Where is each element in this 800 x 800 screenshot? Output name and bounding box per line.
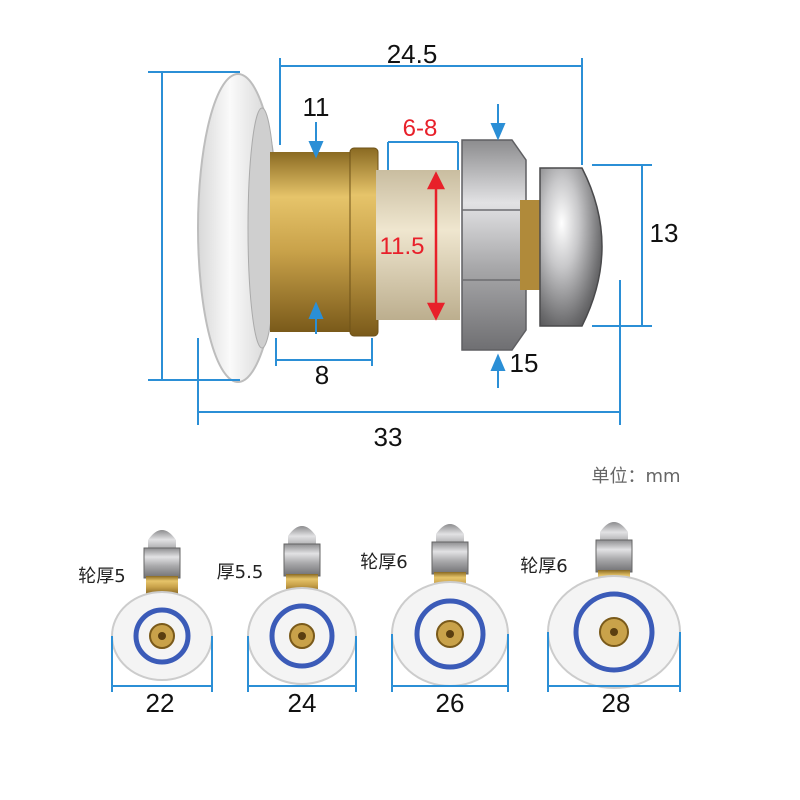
dim-length-top: 24.5 xyxy=(387,39,438,69)
dome-cap xyxy=(539,167,603,327)
bolt-thread xyxy=(520,200,542,290)
variant-28 xyxy=(547,522,681,689)
dim-head-height: 13 xyxy=(650,218,679,248)
roller-photo xyxy=(197,73,603,383)
dim-total-height: 33 xyxy=(374,422,403,452)
variant-24 xyxy=(247,526,357,685)
dim-flange-width: 8 xyxy=(315,360,329,390)
brass-flange xyxy=(349,147,379,337)
variants-row: 轮厚5 厚5.5 轮厚6 轮厚6 22 24 26 28 xyxy=(78,522,681,718)
variant-thickness-label: 轮厚5 xyxy=(78,566,125,587)
variant-dimension-lines xyxy=(111,632,681,692)
variant-22 xyxy=(111,530,213,681)
variant-diameter-label: 24 xyxy=(288,688,317,718)
variant-diameter-label: 22 xyxy=(146,688,175,718)
dim-nut-size: 15 xyxy=(510,348,539,378)
gap-height-arrow xyxy=(426,171,446,321)
dim-gap-height: 11.5 xyxy=(380,233,425,260)
plastic-spacer xyxy=(376,170,460,320)
variant-thickness-label: 轮厚6 xyxy=(520,556,567,577)
variant-thickness-label: 轮厚6 xyxy=(360,552,407,573)
dim-gap-width: 6-8 xyxy=(403,115,438,142)
variant-diameter-label: 26 xyxy=(436,688,465,718)
variant-thickness-label: 厚5.5 xyxy=(217,562,264,583)
dimension-lines xyxy=(148,58,652,425)
unit-label: 单位：mm xyxy=(591,466,680,487)
variant-26 xyxy=(391,524,509,687)
dim-stem-diameter: 11 xyxy=(303,92,330,122)
variant-diameter-label: 28 xyxy=(602,688,631,718)
hex-nut xyxy=(461,139,527,351)
